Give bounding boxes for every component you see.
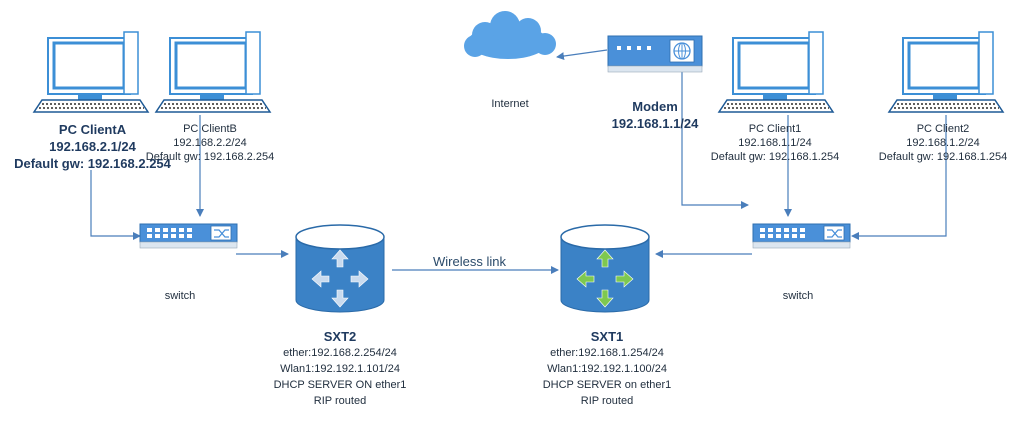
modem-ip: 192.168.1.1/24 bbox=[611, 116, 699, 131]
sxt1-label: SXT1 ether:192.168.1.254/24 Wlan1:192.19… bbox=[522, 328, 692, 408]
pc-client-a-icon bbox=[32, 30, 150, 114]
pc-client-a-name: PC ClientA bbox=[58, 122, 127, 137]
sxt2-name: SXT2 bbox=[323, 329, 357, 344]
sxt1-line-3: DHCP SERVER on ether1 bbox=[542, 379, 672, 391]
pc-client-a-ip: 192.168.2.1/24 bbox=[49, 139, 136, 154]
sxt1-line-4: RIP routed bbox=[580, 395, 634, 407]
pc-client-2-label: PC Client2 192.168.1.2/24 Default gw: 19… bbox=[868, 122, 1018, 164]
links bbox=[90, 49, 947, 274]
pc-client-1-icon bbox=[717, 30, 835, 114]
pc-client-b-icon bbox=[154, 30, 272, 114]
sxt2-line-4: RIP routed bbox=[313, 395, 367, 407]
switch-left-icon bbox=[139, 223, 238, 249]
link-modem-internet bbox=[556, 49, 608, 60]
switch-left-label: switch bbox=[150, 289, 210, 303]
sxt1-line-2: Wlan1:192.192.1.100/24 bbox=[547, 363, 667, 375]
pc-client-2-name: PC Client2 bbox=[916, 123, 970, 135]
link-modem-switch bbox=[681, 68, 749, 209]
pc-client-1-gw: Default gw: 192.168.1.254 bbox=[710, 151, 840, 163]
pc-client-2-icon bbox=[887, 30, 1005, 114]
switch-right-label: switch bbox=[768, 289, 828, 303]
sxt2-router-icon bbox=[295, 224, 385, 313]
pc-client-b-ip: 192.168.2.2/24 bbox=[173, 137, 247, 149]
sxt1-name: SXT1 bbox=[590, 329, 624, 344]
link-pc-a-switch bbox=[90, 170, 141, 240]
internet-label: Internet bbox=[470, 97, 550, 111]
pc-client-b-label: PC ClientB 192.168.2.2/24 Default gw: 19… bbox=[135, 122, 285, 164]
link-pc2-switch bbox=[851, 115, 947, 240]
modem-name: Modem bbox=[632, 99, 678, 114]
pc-client-2-gw: Default gw: 192.168.1.254 bbox=[878, 151, 1008, 163]
internet-name: Internet bbox=[491, 98, 529, 110]
pc-client-1-name: PC Client1 bbox=[748, 123, 802, 135]
sxt2-label: SXT2 ether:192.168.2.254/24 Wlan1:192.19… bbox=[255, 328, 425, 408]
pc-client-a-label: PC ClientA 192.168.2.1/24 Default gw: 19… bbox=[0, 121, 185, 172]
cloud-icon bbox=[464, 11, 556, 59]
pc-client-b-gw: Default gw: 192.168.2.254 bbox=[145, 151, 275, 163]
modem-icon bbox=[607, 35, 703, 73]
pc-client-a-gw: Default gw: 192.168.2.254 bbox=[14, 156, 171, 171]
pc-client-b-name: PC ClientB bbox=[183, 123, 237, 135]
switch-right-icon bbox=[752, 223, 851, 249]
sxt1-router-icon bbox=[560, 224, 650, 313]
pc-client-2-ip: 192.168.1.2/24 bbox=[906, 137, 980, 149]
sxt1-line-1: ether:192.168.1.254/24 bbox=[550, 347, 664, 359]
switch-right-name: switch bbox=[782, 290, 814, 302]
pc-client-1-label: PC Client1 192.168.1.1/24 Default gw: 19… bbox=[700, 122, 850, 164]
switch-left-name: switch bbox=[164, 290, 196, 302]
wireless-link-label: Wireless link bbox=[433, 254, 506, 269]
sxt2-line-1: ether:192.168.2.254/24 bbox=[283, 347, 397, 359]
sxt2-line-3: DHCP SERVER ON ether1 bbox=[273, 379, 407, 391]
sxt2-line-2: Wlan1:192.192.1.101/24 bbox=[280, 363, 400, 375]
pc-client-1-ip: 192.168.1.1/24 bbox=[738, 137, 812, 149]
modem-label: Modem 192.168.1.1/24 bbox=[595, 98, 715, 132]
